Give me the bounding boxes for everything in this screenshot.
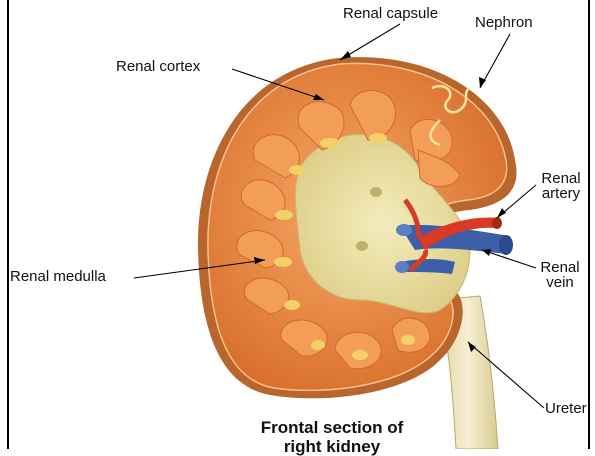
label-renal-medulla: Renal medulla [10,268,106,285]
label-renal-vein-line2: vein [534,275,586,290]
label-renal-capsule: Renal capsule [343,5,438,22]
label-renal-artery-line2: artery [536,186,586,201]
caption-line2: right kidney [232,437,432,456]
label-renal-vein-line1: Renal [534,260,586,275]
label-ureter: Ureter [545,400,587,417]
minor-calyx [356,241,368,251]
figure-caption: Frontal section of right kidney [232,418,432,456]
label-renal-artery-line1: Renal [536,171,586,186]
label-renal-vein: Renal vein [534,260,586,290]
caption-line1: Frontal section of [232,418,432,437]
label-renal-cortex: Renal cortex [116,58,200,75]
label-nephron: Nephron [475,14,533,31]
label-renal-artery: Renal artery [536,171,586,201]
minor-calyx [370,187,382,197]
